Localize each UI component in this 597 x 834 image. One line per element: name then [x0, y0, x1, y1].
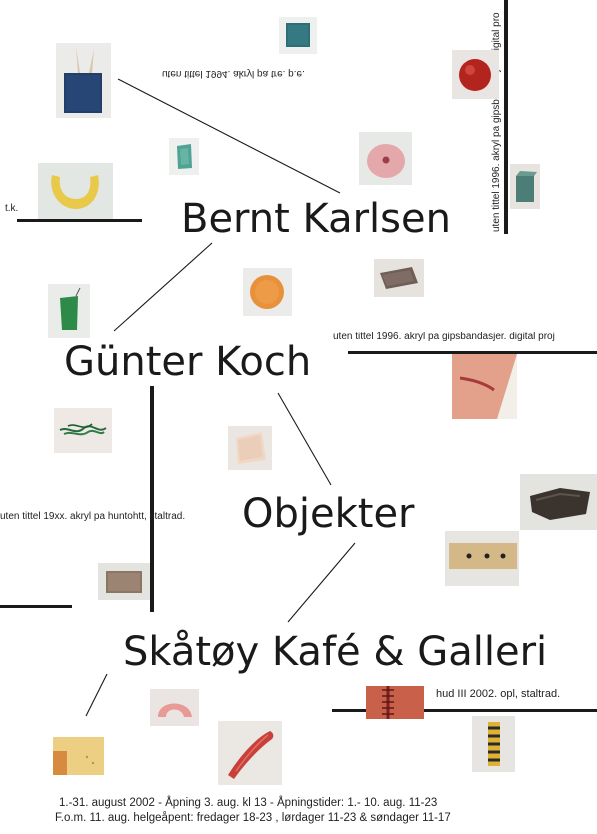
artwork-thumb-wooden-beam: [445, 531, 519, 586]
horizontal-bar-right-low: [332, 709, 597, 712]
artwork-thumb-green-figure: [169, 138, 199, 175]
artwork-thumb-green-block: [510, 164, 540, 209]
vertical-bar-top-right: [504, 0, 508, 234]
artwork-thumb-pink-breast: [359, 132, 412, 185]
artwork-thumb-orange-disc: [243, 268, 292, 316]
artwork-thumb-red-pod: [218, 721, 282, 785]
caption-right-vertical: uten tittel 1996. akryl pa gipsbandasjer…: [491, 12, 502, 232]
caption-right-low: hud III 2002. opl, staltrad.: [436, 688, 561, 700]
caption-right-mid: uten tittel 1996. akryl pa gipsbandasjer…: [333, 332, 555, 342]
venue-name: Skåtøy Kafé & Galleri: [123, 629, 548, 675]
horizontal-bar-left-top: [17, 219, 142, 222]
artwork-thumb-blue-canvas: [56, 43, 111, 118]
artwork-thumb-yellow-horseshoe: [38, 163, 113, 219]
caption-tk: t.k.: [5, 203, 19, 214]
caption-top-mirrored: uten tittel 1994. akryl pa tre. p.e.: [162, 68, 305, 79]
artwork-thumb-dark-stone: [520, 474, 597, 530]
artwork-thumb-teal-box: [279, 17, 317, 54]
footer-hours-line: F.o.m. 11. aug. helgeåpent: fredager 18-…: [55, 812, 451, 824]
artwork-thumb-skin-crease: [452, 354, 517, 419]
horizontal-bar-right-mid: [348, 351, 597, 354]
artwork-thumb-pale-block: [228, 426, 272, 470]
artwork-thumb-green-wire: [54, 408, 112, 453]
exhibition-title: Objekter: [242, 491, 415, 537]
vertical-bar-left-mid: [150, 386, 154, 612]
footer-dates-line: 1.-31. august 2002 - Åpning 3. aug. kl 1…: [59, 797, 438, 809]
horizontal-bar-left-low: [0, 605, 72, 608]
caption-left-mid: uten tittel 19xx. akryl pa huntohtt, sta…: [0, 511, 186, 522]
artwork-thumb-green-tag: [48, 284, 90, 338]
artwork-thumb-striped-post: [472, 716, 515, 772]
artwork-thumb-grey-stone: [374, 259, 424, 297]
artwork-thumb-pink-arch: [150, 689, 199, 726]
artwork-thumb-wood-box: [98, 563, 150, 600]
artist-name-bernt-karlsen: Bernt Karlsen: [181, 196, 451, 242]
artwork-thumb-stitched-skin: [366, 686, 424, 719]
artist-name-gunter-koch: Günter Koch: [64, 339, 312, 385]
artwork-thumb-red-ball: [452, 50, 499, 99]
artwork-thumb-yellow-panel: [53, 737, 104, 775]
